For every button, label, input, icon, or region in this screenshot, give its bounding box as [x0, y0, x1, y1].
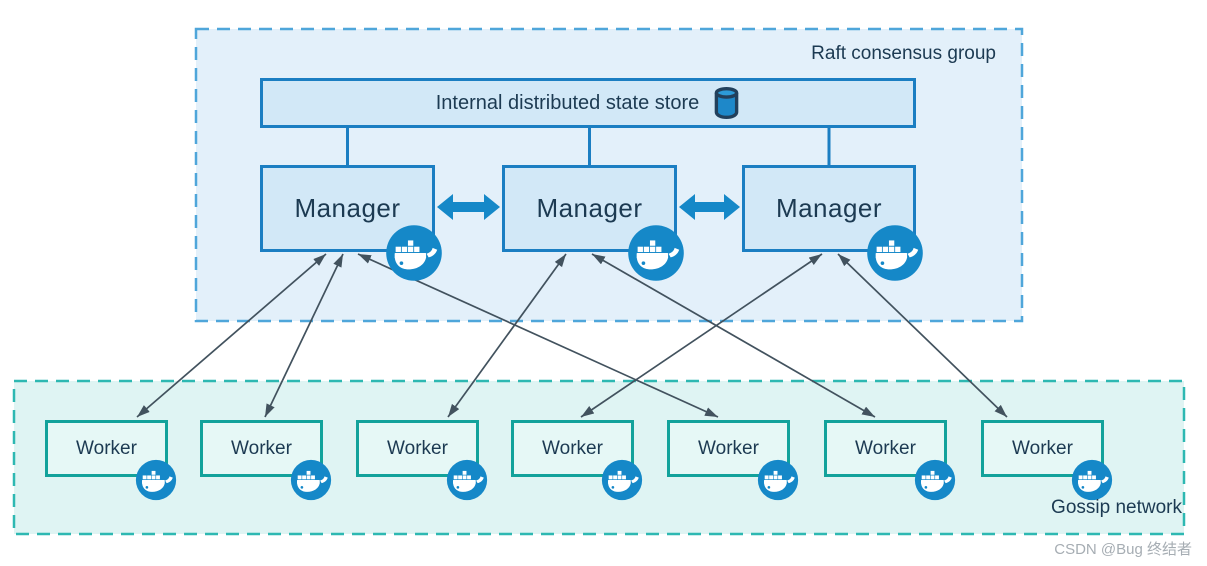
- worker-label: Worker: [231, 437, 292, 459]
- internal-state-store-box: Internal distributed state store: [260, 78, 916, 128]
- worker-node-5: Worker: [667, 420, 799, 501]
- worker-label: Worker: [855, 437, 916, 459]
- worker-node-2: Worker: [200, 420, 332, 501]
- manager-manager-arrow-2: [679, 194, 740, 220]
- manager-worker-arrow-6: [580, 253, 823, 418]
- worker-node-1: Worker: [45, 420, 177, 501]
- manager-node-1: Manager: [260, 165, 442, 281]
- worker-node-3: Worker: [356, 420, 488, 501]
- manager-worker-arrow-4: [447, 253, 567, 418]
- database-cylinder-icon: [714, 86, 739, 120]
- worker-label: Worker: [387, 437, 448, 459]
- manager-label: Manager: [536, 193, 643, 223]
- manager-node-3: Manager: [742, 165, 923, 281]
- worker-node-4: Worker: [511, 420, 643, 501]
- manager-node-2: Manager: [502, 165, 684, 281]
- manager-worker-arrow-2: [264, 253, 344, 418]
- manager-label: Manager: [294, 193, 401, 223]
- worker-node-7: Worker: [981, 420, 1113, 501]
- internal-state-store-label: Internal distributed state store: [435, 91, 700, 114]
- watermark-text: CSDN @Bug 终结者: [1054, 541, 1192, 558]
- worker-label: Worker: [1012, 437, 1073, 459]
- worker-label: Worker: [76, 437, 137, 459]
- gossip-network-label: Gossip network: [1051, 497, 1182, 518]
- worker-node-6: Worker: [824, 420, 956, 501]
- worker-label: Worker: [542, 437, 603, 459]
- raft-consensus-group-label: Raft consensus group: [811, 43, 996, 64]
- manager-worker-arrow-7: [837, 253, 1008, 418]
- manager-manager-arrow-1: [437, 194, 500, 220]
- worker-label: Worker: [698, 437, 759, 459]
- manager-label: Manager: [775, 193, 883, 223]
